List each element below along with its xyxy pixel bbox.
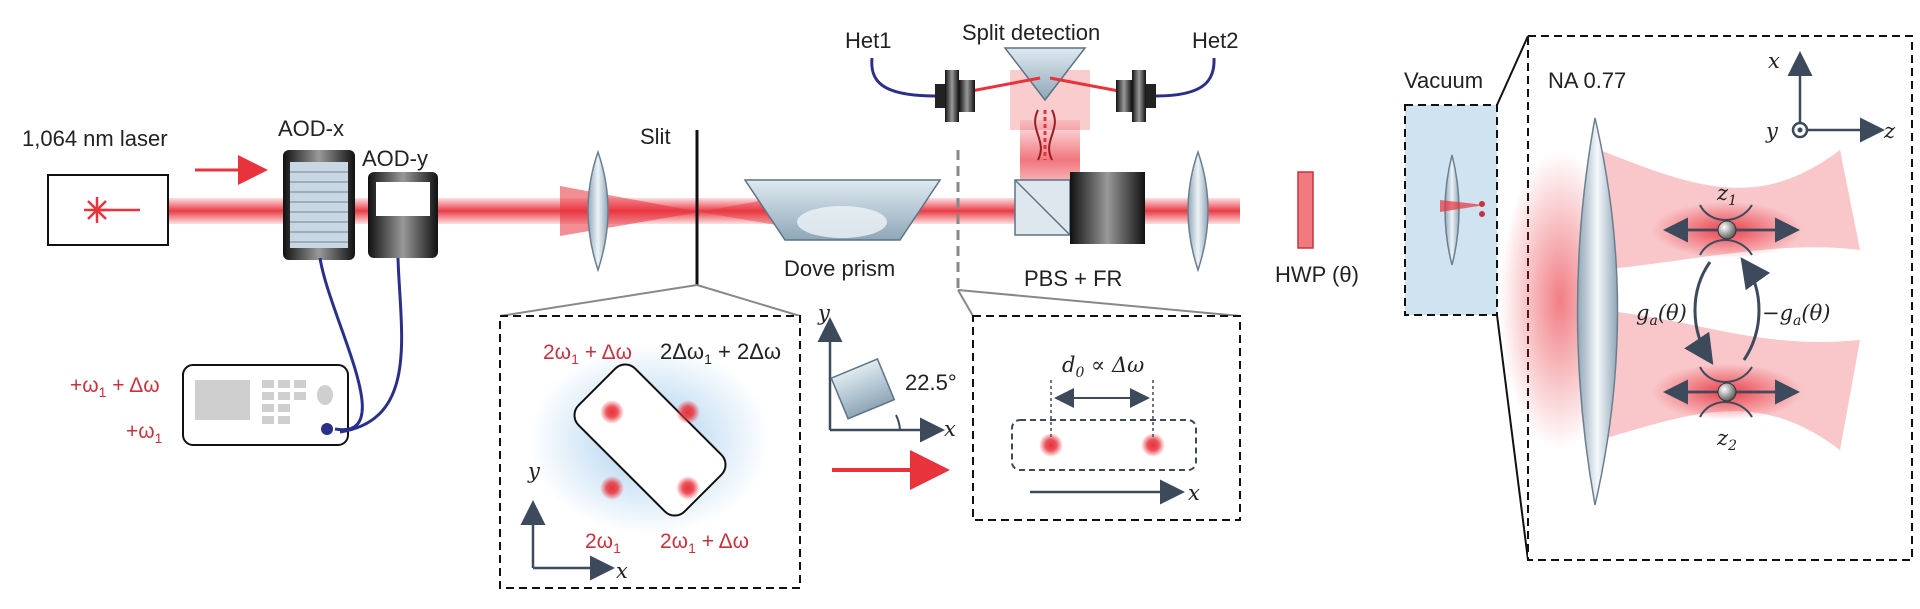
spacing-inset <box>972 315 1241 521</box>
particle-2 <box>1717 382 1737 402</box>
na-label: NA 0.77 <box>1548 68 1626 93</box>
rf-cable <box>318 257 364 432</box>
het1-detector <box>870 57 975 122</box>
laser-star-icon <box>84 197 140 223</box>
hwp-label: HWP (θ) <box>1275 262 1359 287</box>
zoom-line-top <box>1496 35 1529 106</box>
spot-label-tr: 2Δω1 + 2Δω <box>660 339 781 367</box>
rotation-diagram <box>817 317 950 490</box>
dove-prism <box>743 179 942 241</box>
hwp <box>1297 171 1314 249</box>
inset1-zoom-right <box>696 284 801 317</box>
trap-axis-y: y <box>1765 119 1779 143</box>
spacing-spot-right <box>1141 433 1165 457</box>
rotation-angle: 22.5° <box>905 370 957 395</box>
lens-2 <box>1187 149 1209 273</box>
z2-label: z2 <box>1716 426 1737 454</box>
pbs-fr <box>1014 172 1145 244</box>
lens-1 <box>587 149 609 273</box>
laser-source <box>47 174 169 246</box>
inset1-axis-y: y <box>527 459 541 483</box>
rotation-axis-y: y <box>817 301 831 325</box>
inset1-zoom-left <box>499 284 698 317</box>
spot-label-bl: 2ω1 <box>585 530 621 556</box>
spot-label-br: 2ω1 + Δω <box>660 530 749 556</box>
z1-label: z1 <box>1716 181 1737 209</box>
trap-axis-x: x <box>1768 49 1780 73</box>
inset2-zoom-right <box>957 289 1241 317</box>
aod-y <box>368 172 438 258</box>
het2-label: Het2 <box>1192 28 1238 53</box>
slit-label: Slit <box>640 124 671 149</box>
particle-1 <box>1717 220 1737 240</box>
pbs-fr-label: PBS + FR <box>1024 266 1122 291</box>
rf-freq-1: +ω1 + Δω <box>70 374 160 400</box>
het1-label: Het1 <box>845 28 891 53</box>
trap-panel <box>1500 35 1913 561</box>
rotation-axis-x: x <box>944 417 956 441</box>
aod-x-label: AOD-x <box>278 116 344 141</box>
trap-axis-z: z <box>1883 119 1896 143</box>
coupling-left-label: ga(θ) <box>1636 301 1687 329</box>
trap-axes <box>1787 51 1885 143</box>
spot-bottom-right <box>676 476 700 500</box>
rf-generator <box>182 364 349 446</box>
inset1-axis-x: x <box>616 559 628 583</box>
spot-pattern-inset <box>499 315 801 589</box>
spot-label-tl: 2ω1 + Δω <box>543 341 632 367</box>
dove-prism-label: Dove prism <box>784 256 895 281</box>
split-detection-label: Split detection <box>962 20 1100 45</box>
spot-top-right <box>676 400 700 424</box>
aod-y-label: AOD-y <box>362 146 428 171</box>
spot-bottom-left <box>600 476 624 500</box>
het2-detector <box>1116 57 1216 122</box>
coupling-right-label: −ga(θ) <box>1762 301 1830 329</box>
vacuum-label: Vacuum <box>1404 68 1483 93</box>
zoom-line-bottom <box>1496 314 1529 561</box>
inset2-zoom-left <box>957 289 974 317</box>
vacuum-chamber <box>1404 104 1498 316</box>
spot-top-left <box>600 400 624 424</box>
rf-cable-2 <box>339 257 404 434</box>
aod-x <box>283 150 355 260</box>
spacing-axis-x: x <box>1188 481 1200 505</box>
rf-freq-2: +ω1 <box>126 420 163 446</box>
laser-label: 1,064 nm laser <box>22 126 168 151</box>
spacing-label: d0 ∝ Δω <box>1062 353 1144 381</box>
spacing-spot-left <box>1039 433 1063 457</box>
